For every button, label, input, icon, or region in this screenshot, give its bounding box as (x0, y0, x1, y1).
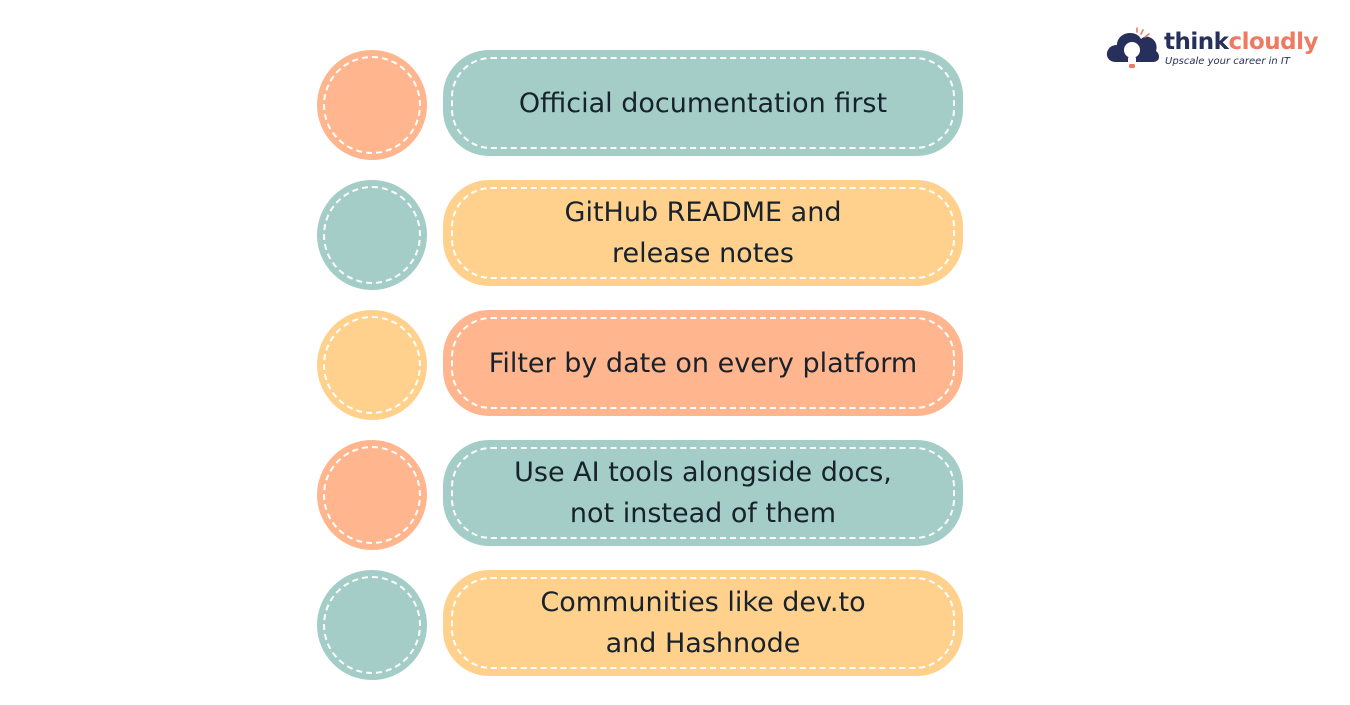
step-marker-circle (317, 310, 427, 420)
step-text: Official documentation first (518, 87, 888, 119)
step-text: Filter by date on every platform (488, 347, 918, 379)
logo-brand-part1: think (1164, 29, 1229, 55)
step-text: GitHub README and release notes (564, 197, 842, 269)
step-row: Use AI tools alongside docs, not instead… (317, 440, 965, 550)
step-text: Use AI tools alongside docs, not instead… (514, 457, 892, 529)
step-row: Filter by date on every platform (317, 310, 965, 420)
step-marker-circle (317, 50, 427, 160)
step-row: Official documentation first (317, 50, 965, 160)
step-marker-circle (317, 570, 427, 680)
step-marker-circle (317, 180, 427, 290)
step-text: Communities like dev.to and Hashnode (540, 587, 866, 659)
step-pill: Use AI tools alongside docs, not instead… (443, 440, 963, 546)
thinkcloudly-logo: thinkcloudly Upscale your career in IT (1104, 26, 1324, 76)
step-row: Communities like dev.to and Hashnode (317, 570, 965, 680)
logo-tagline: Upscale your career in IT (1165, 56, 1290, 67)
step-pill: GitHub README and release notes (443, 180, 963, 286)
step-pill: Official documentation first (443, 50, 963, 156)
logo-brand-part2: cloudly (1228, 29, 1318, 55)
step-marker-circle (317, 440, 427, 550)
step-row: GitHub README and release notes (317, 180, 965, 290)
logo-brand-text: thinkcloudly (1164, 27, 1318, 57)
step-pill: Filter by date on every platform (443, 310, 963, 416)
cloud-bulb-icon (1106, 27, 1160, 68)
step-pill: Communities like dev.to and Hashnode (443, 570, 963, 676)
